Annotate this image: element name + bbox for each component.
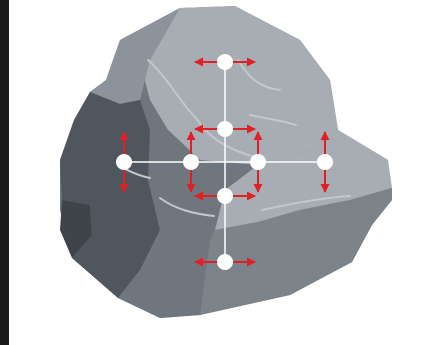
- circle-node-icon: [116, 154, 132, 170]
- circle-node-icon: [217, 121, 233, 137]
- rock-face-left: [60, 92, 150, 205]
- circle-node-icon: [183, 154, 199, 170]
- circle-node-icon: [317, 154, 333, 170]
- circle-node-icon: [250, 154, 266, 170]
- circle-node-icon: [217, 254, 233, 270]
- circle-node-icon: [217, 188, 233, 204]
- circle-node-icon: [217, 54, 233, 70]
